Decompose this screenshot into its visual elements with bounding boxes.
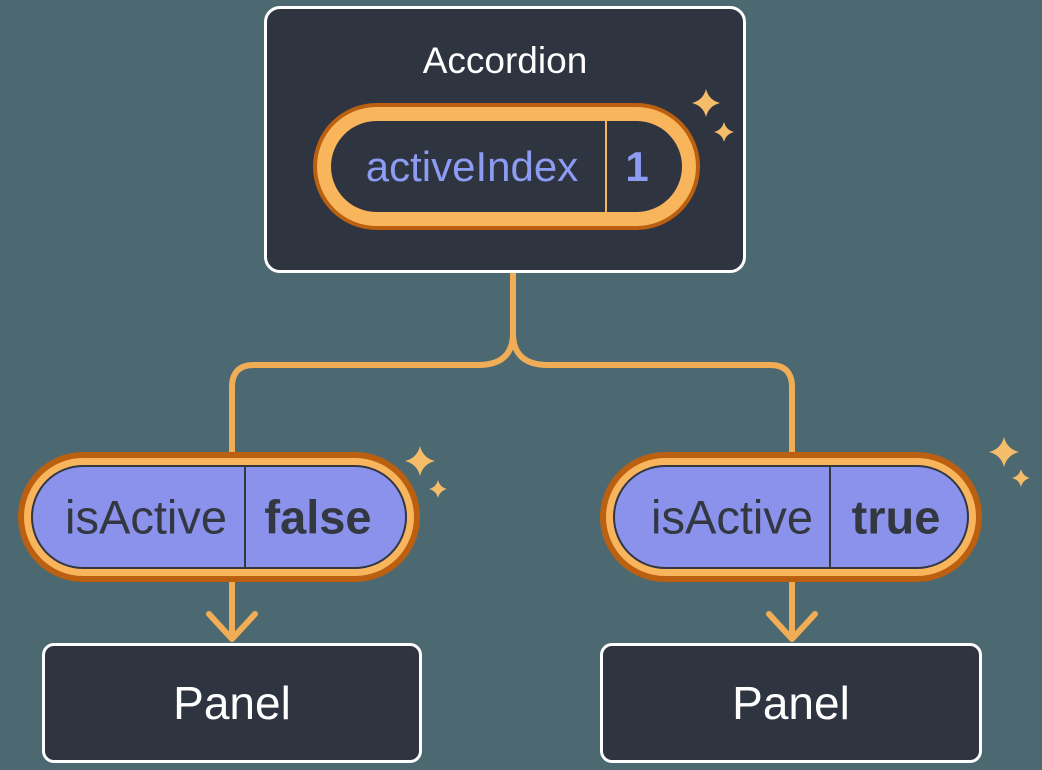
- prop-name-label-right: isActive: [651, 490, 813, 544]
- prop-pill-left-core: isActive false: [31, 465, 407, 569]
- panel-card-left: Panel: [42, 643, 422, 763]
- arrow-down-icon-left: [206, 611, 258, 642]
- accordion-card: Accordion activeIndex 1: [264, 6, 746, 273]
- prop-name-label-left: isActive: [65, 490, 227, 544]
- state-pill-divider: [605, 121, 607, 212]
- panel-title-left: Panel: [173, 677, 291, 729]
- prop-pill-right-core: isActive true: [613, 465, 969, 569]
- state-pill: activeIndex 1: [313, 103, 700, 230]
- state-pill-core: activeIndex 1: [331, 121, 682, 212]
- accordion-card-title: Accordion: [422, 40, 588, 81]
- state-pill-ring: activeIndex 1: [317, 107, 696, 226]
- prop-value-label-left: false: [264, 490, 372, 544]
- prop-pill-right: isActive true: [600, 452, 982, 582]
- prop-pill-left: isActive false: [18, 452, 420, 582]
- prop-pill-right-divider: [829, 465, 831, 569]
- prop-value-label-right: true: [851, 490, 941, 544]
- panel-title-right: Panel: [732, 677, 850, 729]
- connector-right-branch: [510, 268, 795, 637]
- state-value-label: 1: [625, 142, 649, 190]
- arrow-down-icon-right: [766, 611, 818, 642]
- state-name-label: activeIndex: [365, 142, 579, 190]
- panel-card-right: Panel: [600, 643, 982, 763]
- prop-pill-left-divider: [244, 465, 246, 569]
- connector-left-branch: [229, 268, 516, 637]
